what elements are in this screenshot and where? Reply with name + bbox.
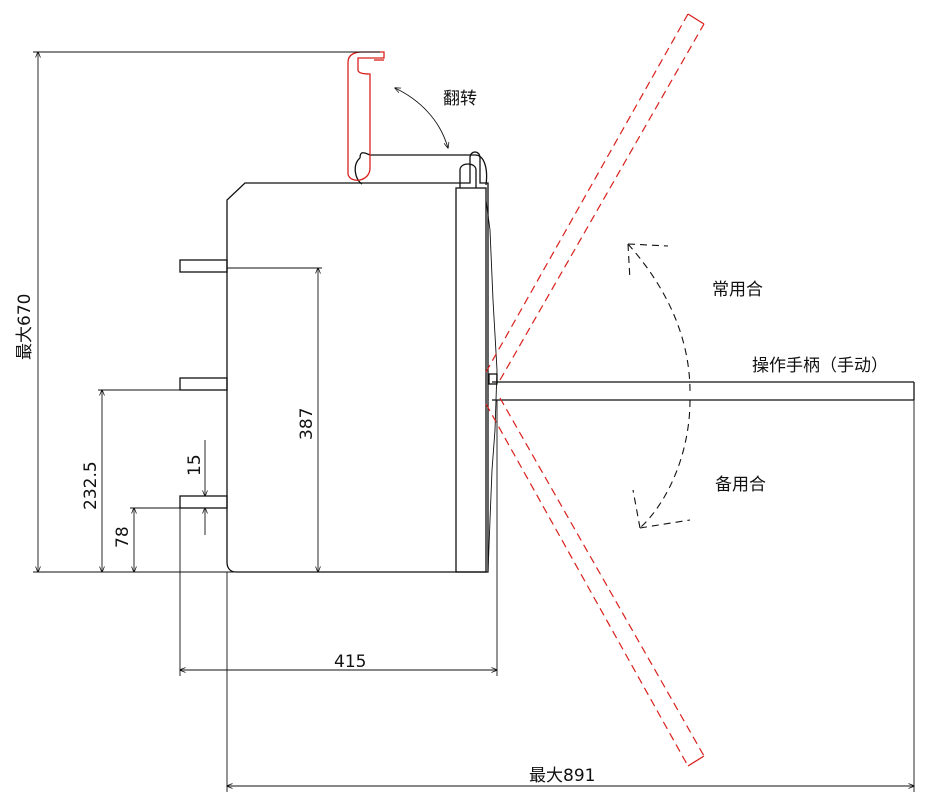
dim-415-label: 415 [334,652,366,672]
handle-label: 操作手柄（手动） [752,356,888,376]
backup-close-label: 备用合 [715,475,766,495]
cabinet-body [226,151,498,573]
dim-15-label: 15 [185,454,205,476]
flip-label: 翻转 [443,89,477,109]
lid-closed [354,152,488,186]
normal-close-label: 常用合 [712,280,763,300]
flip-arrow [395,88,448,148]
dim-15 [196,440,227,535]
dim-232-5 [98,390,227,572]
lid-flipped [347,51,385,181]
dim-415 [180,400,497,676]
dim-232-5-label: 232.5 [81,461,101,510]
dim-max-width [227,400,914,792]
handle-alt-positions [485,13,705,767]
dim-max-height-label: 最大670 [15,294,35,360]
dim-78-label: 78 [113,526,133,548]
dim-78 [130,508,196,572]
dim-387-label: 387 [297,408,317,440]
operating-handle [492,381,915,401]
dim-387 [227,268,322,572]
rotation-arcs [627,243,691,529]
dim-max-width-label: 最大891 [529,766,595,786]
